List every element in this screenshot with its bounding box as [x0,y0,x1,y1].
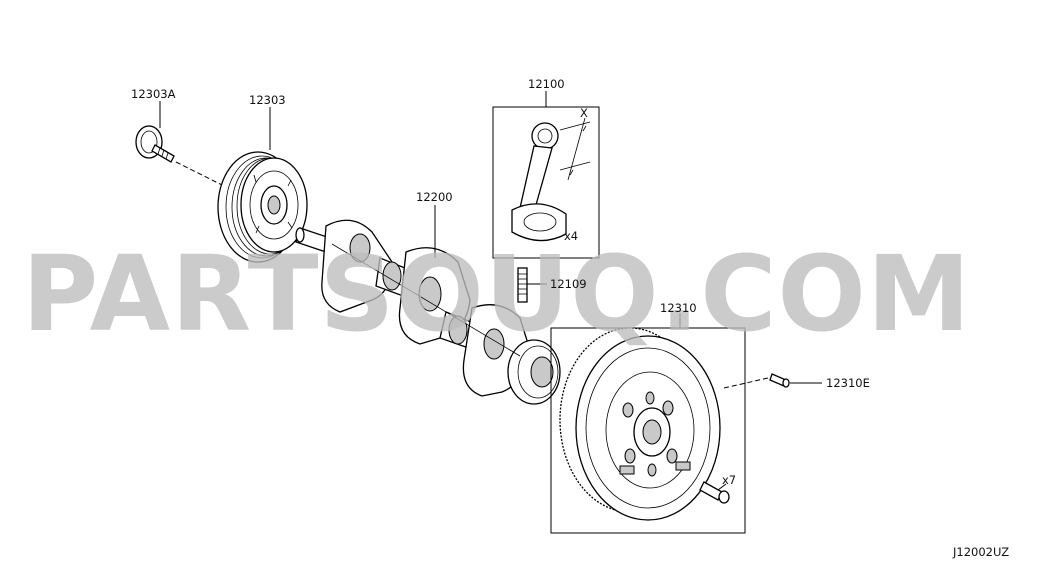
rod-bolt-part[interactable] [517,267,528,303]
flywheel-bolt-qty-label: x7 [722,473,736,487]
con-rod-part[interactable] [511,117,591,242]
flywheel-part[interactable] [559,327,721,521]
label-rod-bolt[interactable]: 12109 [550,277,587,291]
watermark-text: PARTSOUQ.COM [22,233,971,355]
diagram-code: J12002UZ [952,545,1009,559]
flywheel-bolt-part[interactable] [699,481,730,504]
label-dowel[interactable]: 12310E [826,376,870,390]
damper-bolt-part[interactable] [135,125,175,163]
label-pulley[interactable]: 12303 [249,93,286,107]
label-con-rod[interactable]: 12100 [528,77,565,91]
flywheel-box [550,327,746,534]
rod-qty-label: x4 [564,229,578,243]
label-flywheel[interactable]: 12310 [660,301,697,315]
label-damper-bolt[interactable]: 12303A [131,87,176,101]
dowel-pin-part[interactable] [769,373,790,388]
label-crankshaft[interactable]: 12200 [416,190,453,204]
dimension-x-label: X [580,106,588,120]
crank-pulley-part[interactable] [217,151,308,263]
crankshaft-part[interactable] [295,219,561,405]
